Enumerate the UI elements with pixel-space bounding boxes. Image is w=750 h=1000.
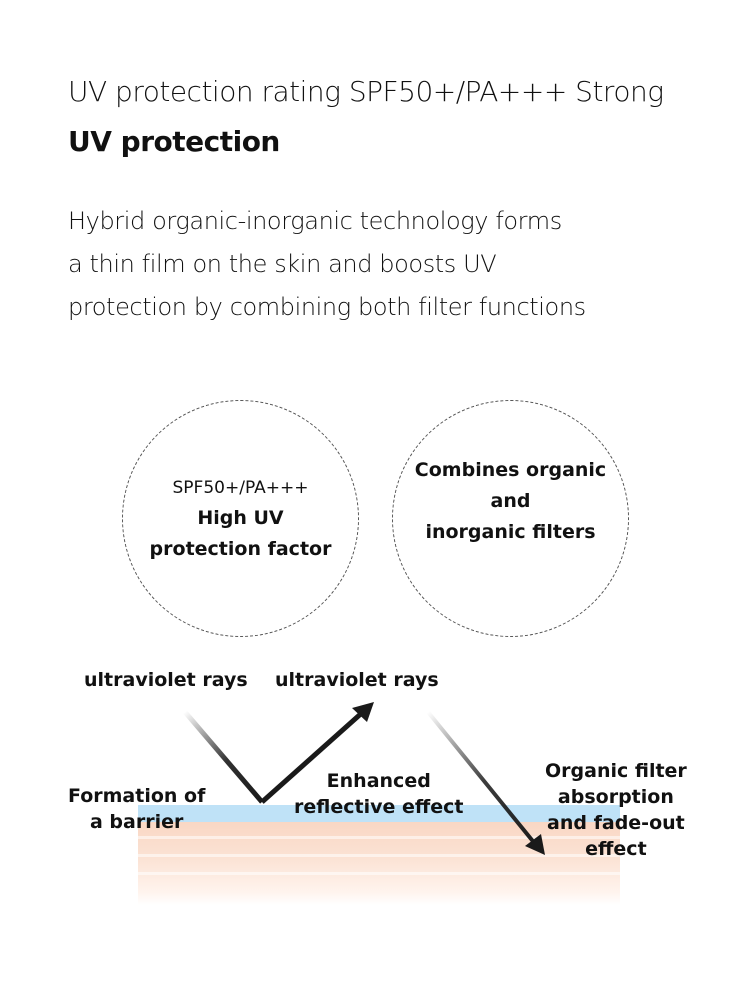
feature-text: inorganic filters [425,521,596,543]
spf-rating-text: SPF50+/PA+++ [172,477,309,498]
description-line: Hybrid organic-inorganic technology form… [68,207,562,235]
absorb-label: Organic filter absorption and fade-out e… [545,760,687,860]
uv-ray-label-incoming: ultraviolet rays [84,669,248,691]
feature-text: Combines organic [414,459,607,481]
barrier-label: Formation of a barrier [68,785,206,833]
description-line: a thin film on the skin and boosts UV [68,250,497,278]
absorbed-ray-arrow [426,710,545,855]
reflected-ray-arrow [183,702,374,804]
barrier-film [138,805,620,822]
description-line: protection by combining both filter func… [68,293,586,321]
page-subtitle: UV protection [68,125,280,158]
description: Hybrid organic-inorganic technology form… [68,200,586,329]
page-title: UV protection rating SPF50+/PA+++ Strong [68,75,664,108]
feature-circle-spf: SPF50+/PA+++ High UV protection factor [122,400,359,637]
feature-circle-filters: Combines organic and inorganic filters [392,400,629,637]
feature-text: High UV [197,506,284,529]
reflect-label: Enhanced reflective effect [294,770,464,818]
feature-text: protection factor [149,537,332,560]
feature-text: and [490,490,531,512]
uv-ray-label-reflected: ultraviolet rays [275,669,439,691]
